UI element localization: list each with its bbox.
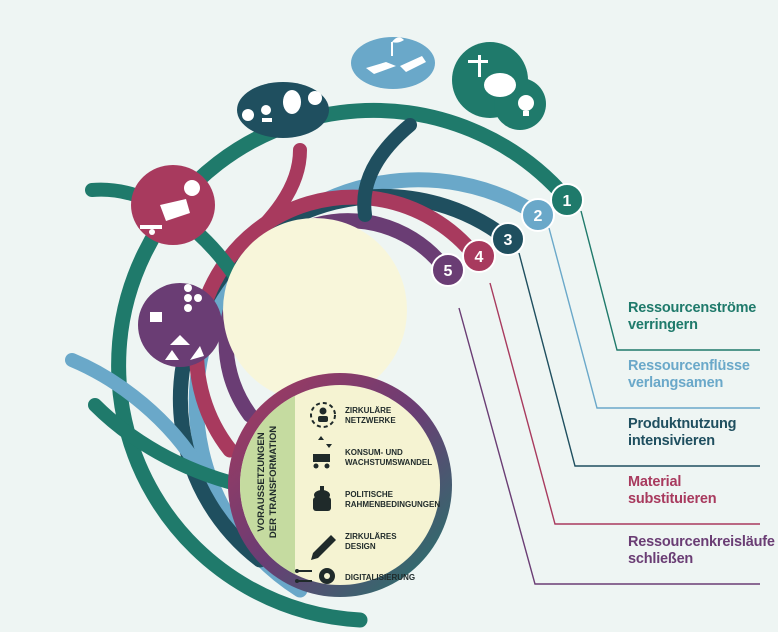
- goal-label-5: Ressourcenkreisläufe schließen: [628, 534, 775, 567]
- goal-badge-4: [462, 239, 496, 273]
- goal-badge-number-2: 2: [534, 208, 543, 225]
- goal-badge-1: [550, 183, 584, 217]
- shopping-cart-arrows-icon: [313, 436, 332, 469]
- enabler-item-label: DIGITALISIERUNG: [345, 573, 416, 582]
- connector-line-5: [458, 307, 760, 585]
- bubble-goal-4: [131, 165, 215, 245]
- enabler-item-label: ZIRKULÄRES DESIGN: [345, 532, 397, 551]
- connector-line-4: [489, 282, 760, 525]
- brain-lightbulb-icon: [468, 55, 534, 116]
- crossover-strand-e: [88, 398, 247, 492]
- connector-line-1: [580, 210, 760, 351]
- connector-line-2: [548, 227, 760, 409]
- bubble-goal-2: [351, 37, 435, 89]
- icon-bubbles: [131, 37, 546, 367]
- network-person-icon: [310, 402, 336, 428]
- bubble-goal-5: [138, 283, 222, 367]
- goal-badge-number-5: 5: [444, 263, 453, 280]
- government-building-icon: [313, 486, 331, 511]
- goal-badge-2: [521, 198, 555, 232]
- goal-label-2: Ressourcenflüsse verlangsamen: [628, 358, 750, 391]
- goal-badge-5: [431, 253, 465, 287]
- crossover-strand-d: [238, 143, 307, 252]
- goal-badge-number-1: 1: [563, 193, 572, 210]
- ring-arc-1: [111, 102, 574, 628]
- pencil-icon: [311, 535, 336, 560]
- gear-circuit-icon: [295, 568, 335, 584]
- goal-badges: [431, 183, 584, 287]
- goal-badge-number-4: 4: [475, 249, 484, 266]
- enabler-item-label: ZIRKULÄRE NETZWERKE: [345, 406, 396, 425]
- hands-seedling-icon: [366, 37, 426, 74]
- goal-label-1: Ressourcenströme verringern: [628, 300, 757, 333]
- connector-line-3: [518, 252, 760, 467]
- recycle-process-icon: [150, 284, 204, 360]
- bubble-goal-1: [452, 42, 546, 130]
- people-sharing-icon: [242, 90, 322, 122]
- ring-arcs: [65, 102, 574, 628]
- goal-label-3: Produktnutzung intensivieren: [628, 416, 737, 449]
- bubble-goal-3: [237, 82, 329, 138]
- enabler-item-label: KONSUM- UND WACHSTUMSWANDEL: [345, 448, 433, 467]
- goal-label-4: Material substituieren: [628, 474, 717, 507]
- crossover-strand-b: [65, 353, 207, 477]
- goal-badge-number-3: 3: [504, 232, 513, 249]
- core-circle: [223, 218, 407, 402]
- enabler-icons: [295, 402, 336, 584]
- goal-badge-3: [491, 222, 525, 256]
- enabler-item-label: POLITISCHE RAHMENBEDINGUNGEN: [345, 490, 441, 509]
- crossover-strand-c: [357, 118, 417, 222]
- connector-lines: [458, 210, 760, 585]
- enablers-title: VORAUSSETZUNGEN DER TRANSFORMATION: [256, 425, 279, 539]
- lightbulb-cart-icon: [140, 180, 200, 235]
